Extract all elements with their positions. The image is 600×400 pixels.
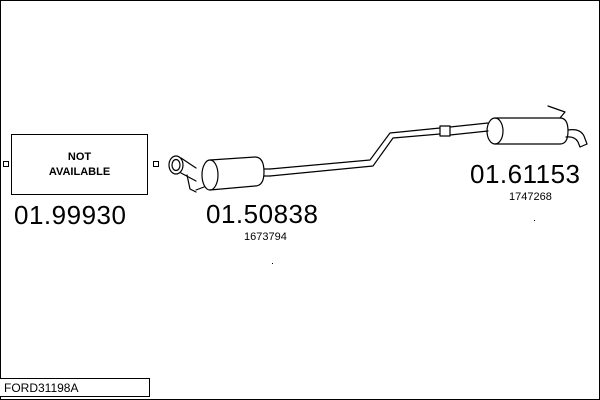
connector-square-right xyxy=(153,161,159,167)
middle-pipe xyxy=(269,122,489,177)
reference-label: FORD31198A xyxy=(0,378,150,397)
part-code-3: 01.61153 xyxy=(470,159,581,189)
article-number-2: 1673794 xyxy=(244,231,287,243)
marker-dot xyxy=(534,220,535,221)
marker-dot xyxy=(272,263,273,264)
front-silencer xyxy=(201,156,271,191)
article-number-3: 1747268 xyxy=(509,191,552,203)
part-code-2: 01.50838 xyxy=(206,199,319,229)
front-flange xyxy=(168,155,205,193)
rear-silencer xyxy=(486,105,588,148)
not-available-box: NOT AVAILABLE xyxy=(11,134,148,195)
part-code-1: 01.99930 xyxy=(14,200,127,230)
connector-square-left xyxy=(3,161,9,167)
